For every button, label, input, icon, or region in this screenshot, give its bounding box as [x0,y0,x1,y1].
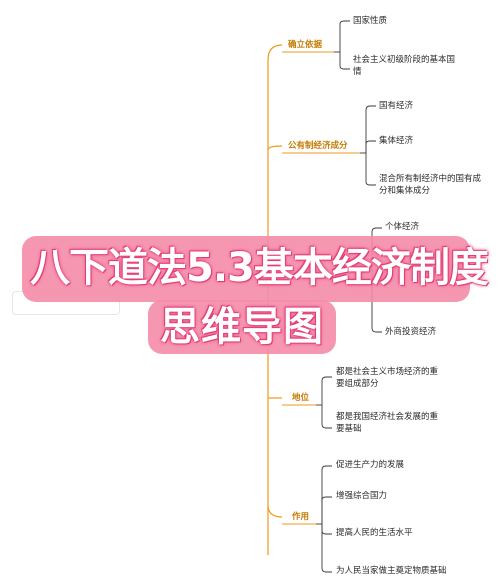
banner-subtitle: 思维导图 [160,304,324,350]
leaf-role-national-strength: 增强综合国力 [336,491,388,501]
leaf-status-market: 都是社会主义市场经济的重 [336,367,439,377]
leaf-mixed-ownership: 混合所有制经济中的国有成 [379,174,482,184]
leaf-collective-economy: 集体经济 [379,136,414,146]
category-public-economy: 公有制经济成分 [288,141,348,151]
leaf-primary-stage-cont: 情 [353,67,362,77]
leaf-mixed-ownership-cont: 分和集体成分 [379,186,431,196]
leaf-role-material-foundation: 为人民当家做主奠定物质基础 [336,566,447,576]
banner-background-bottom [148,300,336,354]
leaf-status-development-cont: 要基础 [336,424,362,434]
leaf-foreign-investment: 外商投资经济 [385,327,437,337]
leaf-role-living-standard: 提高人民的生活水平 [336,528,413,538]
leaf-status-market-cont: 要组成部分 [336,379,379,389]
leaf-status-development: 都是我国经济社会发展的重 [336,412,439,422]
leaf-individual-economy: 个体经济 [385,222,420,232]
leaf-national-nature: 国家性质 [353,16,388,26]
leaf-role-productivity: 促进生产力的发展 [336,460,405,470]
leaf-primary-stage: 社会主义初级阶段的基本国 [353,55,456,65]
category-role: 作用 [292,512,310,522]
banner-title: 八下道法5.3基本经济制度 [30,245,489,291]
leaf-state-economy: 国有经济 [379,101,414,111]
category-basis: 确立依据 [288,40,323,50]
banner-background-top [22,236,470,302]
category-status: 地位 [292,393,310,403]
